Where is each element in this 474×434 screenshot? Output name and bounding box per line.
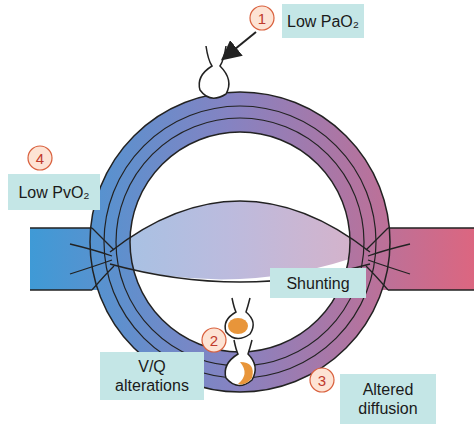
finding-box: Low PvO₂ (8, 174, 100, 210)
vessel-wall (30, 228, 114, 290)
fluid-fill (228, 318, 248, 334)
shunt-wall (110, 201, 370, 252)
fluid-fill (238, 362, 253, 384)
pointer-arrow (224, 32, 256, 58)
vessel-wall (104, 106, 376, 378)
capillary-ring (110, 112, 370, 372)
vessel-wall (130, 132, 350, 352)
callout-number: 3 (310, 368, 334, 392)
vessel-wall (116, 118, 364, 366)
callout-circle (250, 6, 274, 30)
callout-circle (202, 328, 226, 352)
finding-box: Altered diffusion (340, 374, 436, 424)
box-text: V/Q alterations (104, 357, 200, 395)
alveolus (225, 340, 255, 386)
callout-circle (310, 368, 334, 392)
callout-number: 4 (28, 146, 52, 170)
callout-circle (28, 146, 52, 170)
box-text: Altered diffusion (344, 380, 432, 418)
callout-number: 1 (250, 6, 274, 30)
box-text: Shunting (286, 274, 349, 293)
box-text: Low PvO₂ (18, 183, 89, 202)
alveolus (225, 298, 253, 339)
finding-box: Low PaO₂ (282, 4, 364, 38)
callout-number: 2 (202, 328, 226, 352)
box-text: Low PaO₂ (287, 12, 359, 31)
alveolus (199, 46, 229, 98)
vessel-wall (90, 92, 390, 392)
vessel-wall (366, 228, 474, 290)
finding-box: Shunting (270, 268, 366, 298)
finding-box: V/Q alterations (100, 352, 204, 400)
